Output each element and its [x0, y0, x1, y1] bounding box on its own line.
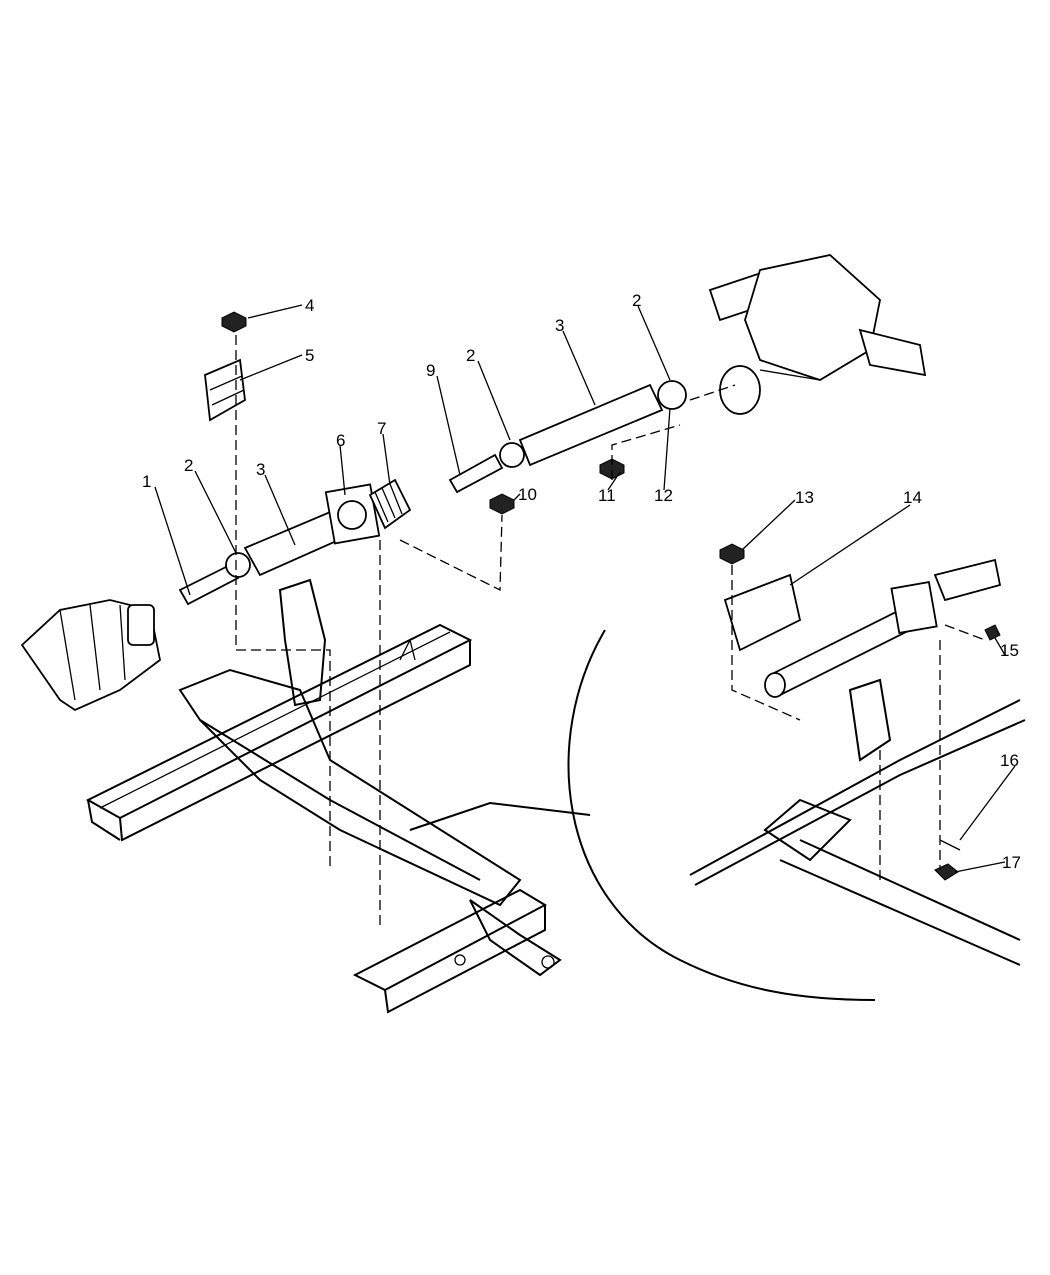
front-propeller-shaft [178, 478, 412, 606]
bolts-and-brackets [204, 311, 1001, 881]
rear-axle [708, 254, 927, 415]
callout-6: 6 [336, 431, 345, 450]
callout-11: 11 [598, 486, 616, 505]
callout-14: 14 [903, 488, 922, 507]
callout-12: 12 [654, 486, 673, 505]
alignment-lines [235, 335, 986, 930]
callout-10: 10 [518, 485, 537, 504]
frame-left [85, 578, 562, 1014]
callout-1: 1 [142, 472, 151, 491]
leader-lines [154, 304, 1016, 873]
callout-7: 7 [377, 419, 386, 438]
callout-2: 2 [184, 456, 193, 475]
callout-3-rear: 3 [555, 316, 564, 335]
callout-16: 16 [1000, 751, 1019, 770]
rear-propeller-shaft [448, 380, 687, 494]
callout-2-rear: 2 [632, 291, 641, 310]
transfer-case [20, 599, 161, 712]
callout-4: 4 [305, 296, 314, 315]
callout-9: 9 [426, 361, 435, 380]
inset-detail [409, 558, 1026, 1001]
callout-5: 5 [305, 346, 314, 365]
callout-15: 15 [1000, 641, 1019, 660]
callout-13: 13 [795, 488, 814, 507]
callout-2-rear-front: 2 [466, 346, 475, 365]
callout-labels: 1 2 3 4 5 6 7 9 2 3 2 10 11 12 13 14 15 … [142, 291, 1021, 872]
callout-3: 3 [256, 460, 265, 479]
callout-17: 17 [1002, 853, 1021, 872]
